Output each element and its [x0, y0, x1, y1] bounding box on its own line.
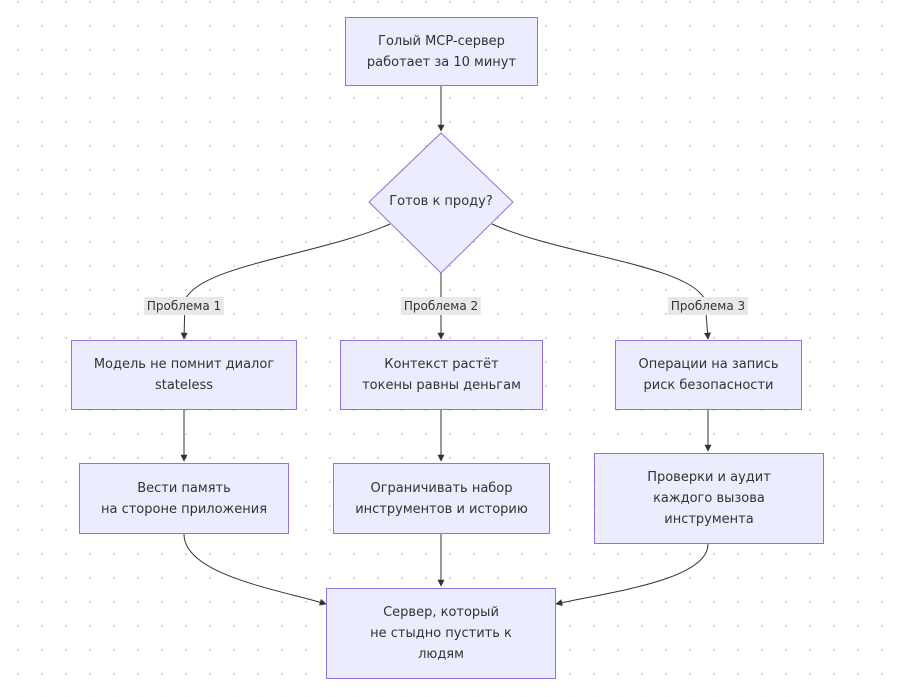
edge-decision-problem3 [491, 223, 712, 340]
fix-1-line-2: на стороне приложения [100, 501, 268, 517]
edge-label-problem-2: Проблема 2 [400, 297, 482, 315]
edge-fix3-result [555, 543, 709, 607]
problem-2-line-1: Контекст растёт [384, 357, 499, 372]
fix-3-line-1: Проверки и аудит [647, 470, 771, 485]
fix-2-line-1: Ограничивать набор [370, 480, 513, 496]
result-line-2: не стыдно пустить к [370, 626, 512, 641]
result-node: Сервер, который не стыдно пустить к людя… [326, 588, 556, 679]
problem-1-line-1: Модель не помнит диалог [93, 357, 275, 372]
result-line-3: людям [418, 647, 464, 662]
problem-3-line-1: Операции на запись [638, 357, 779, 372]
problem-1-line-2: stateless [154, 378, 214, 393]
edge-decision-problem1 [180, 223, 391, 340]
result-line-1: Сервер, который [383, 605, 499, 620]
fix-3-line-3: инструмента [664, 512, 754, 527]
start-node: Голый MCP-сервер работает за 10 минут [345, 17, 538, 86]
fix-3-node: Проверки и аудит каждого вызова инструме… [594, 453, 824, 544]
problem-3-node: Операции на запись риск безопасности [615, 340, 802, 410]
start-node-line-2: работает за 10 минут [366, 54, 517, 70]
edge-label-problem-3: Проблема 3 [667, 297, 749, 315]
fix-2-node: Ограничивать набор инструментов и истори… [333, 463, 550, 534]
fix-1-node: Вести память на стороне приложения [79, 463, 289, 534]
problem-2-node: Контекст растёт токены равны деньгам [340, 340, 543, 410]
fix-2-line-2: инструментов и историю [355, 501, 528, 517]
fix-3-line-2: каждого вызова [653, 491, 765, 506]
edge-label-problem-1: Проблема 1 [143, 297, 225, 315]
problem-2-line-2: токены равны деньгам [362, 378, 521, 393]
edge-fix1-result [183, 533, 327, 606]
decision-label: Готов к проду? [389, 194, 493, 209]
start-node-line-1: Голый MCP-сервер [378, 33, 505, 49]
problem-3-line-2: риск безопасности [643, 378, 774, 393]
problem-1-node: Модель не помнит диалог stateless [71, 340, 297, 410]
fix-1-line-1: Вести память [137, 480, 231, 496]
